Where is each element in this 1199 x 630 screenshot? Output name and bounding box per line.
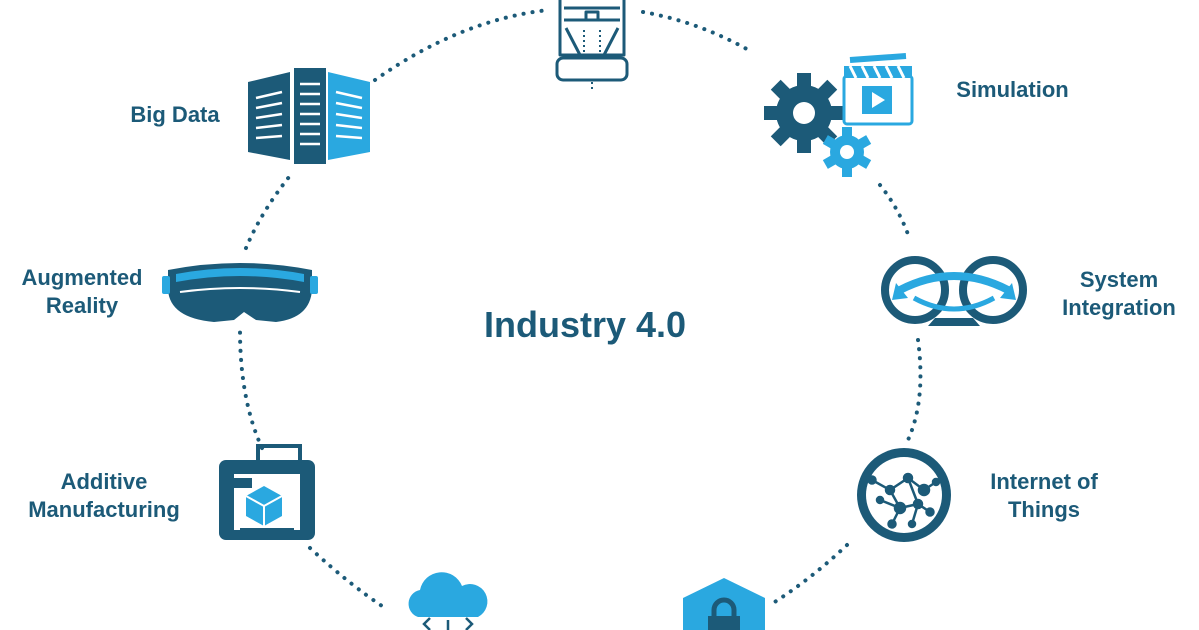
ring-segment [878,183,912,242]
dotted-ring [238,8,923,610]
label-big-data: Big Data [110,101,240,129]
network-globe-icon [857,448,951,542]
ring-segment [238,328,264,450]
label-line: Big Data [130,102,220,127]
3d-printer-icon [219,444,315,540]
label-line: Additive [60,469,148,494]
label-simulation: Simulation [930,76,1095,104]
simulation-icon [764,53,914,177]
diagram-title: Industry 4.0 [483,304,687,345]
server-rack-icon [248,68,370,164]
label-line: Integration [1062,295,1176,320]
label-system-integration: System Integration [1040,266,1198,322]
label-augmented-reality: Augmented Reality [8,264,156,320]
ring-segment [308,546,387,610]
label-internet-of-things: Internet of Things [965,468,1123,524]
ar-headset-icon [162,263,318,322]
label-line: Simulation [956,77,1069,102]
ring-segment [373,8,550,82]
ring-segment [906,338,923,442]
ring-segment [641,10,754,54]
shield-lock-icon [683,578,765,630]
label-line: Augmented [21,265,143,290]
cloud-icon [408,572,488,630]
ring-segment [244,170,295,250]
label-line: Manufacturing [28,497,180,522]
label-line: Internet of [990,469,1098,494]
label-line: System [1079,267,1159,292]
autonomous-robot-icon [555,0,629,92]
label-line: Reality [45,293,119,318]
label-additive-manufacturing: Additive Manufacturing [14,468,194,524]
ring-segment [768,543,849,607]
system-integration-icon [881,256,1027,326]
label-line: Things [1007,497,1081,522]
